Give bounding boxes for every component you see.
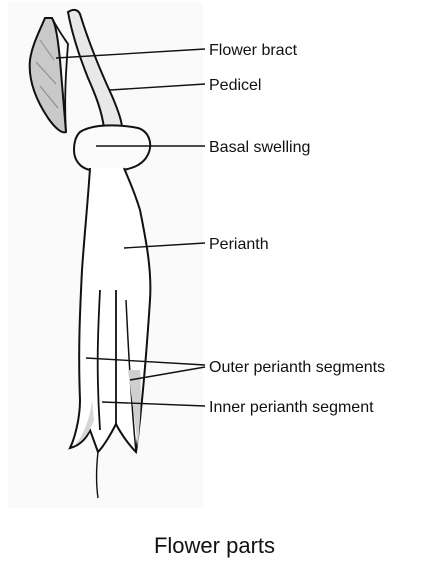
label-outer-perianth-segments: Outer perianth segments <box>209 359 385 376</box>
label-inner-perianth-segment: Inner perianth segment <box>209 399 374 416</box>
label-perianth: Perianth <box>209 236 269 253</box>
label-flower-bract: Flower bract <box>209 42 298 59</box>
figure-caption: Flower parts <box>0 533 429 559</box>
label-pedicel: Pedicel <box>209 77 261 94</box>
basal-swelling-drawing <box>74 125 150 170</box>
label-basal-swelling: Basal swelling <box>209 139 310 156</box>
